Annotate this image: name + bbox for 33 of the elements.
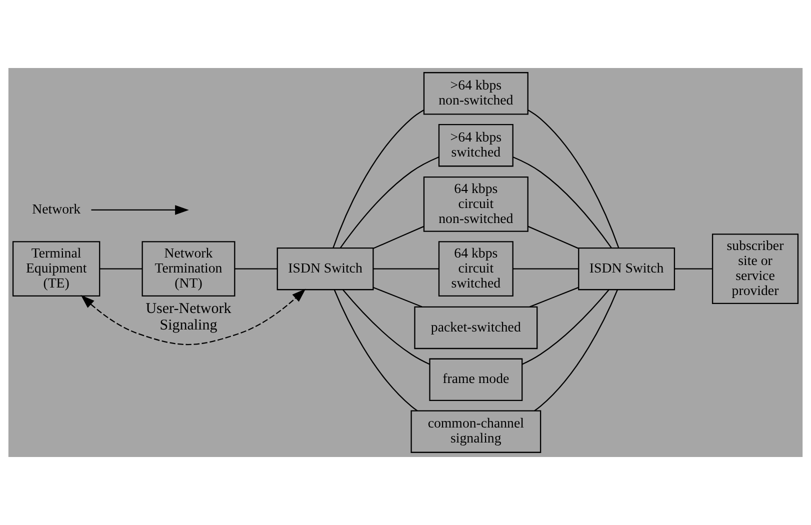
node-box: frame mode xyxy=(429,358,523,402)
node-box: 64 kbps circuit non-switched xyxy=(423,176,528,232)
node-box: subscriber site or service provider xyxy=(712,234,799,304)
node-box: ISDN Switch xyxy=(578,248,676,290)
node-box: >64 kbps switched xyxy=(438,124,514,167)
connector xyxy=(522,290,610,365)
connector xyxy=(528,226,578,249)
connector xyxy=(373,286,422,308)
node-box: Network Termination (NT) xyxy=(142,241,236,297)
connector xyxy=(373,268,439,270)
node-box: common-channel signaling xyxy=(410,410,542,453)
connector xyxy=(334,290,418,412)
connector xyxy=(528,110,620,248)
connector xyxy=(340,156,439,248)
arrow xyxy=(91,205,189,215)
connector xyxy=(674,268,712,270)
connector xyxy=(332,110,424,248)
arrow xyxy=(80,288,306,346)
node-box: ISDN Switch xyxy=(276,248,374,290)
connector xyxy=(234,268,278,270)
node-box: Terminal Equipment (TE) xyxy=(12,241,100,297)
connector xyxy=(373,226,424,249)
connector xyxy=(342,290,430,365)
node-text: Network xyxy=(32,202,81,217)
node-box: >64 kbps non-switched xyxy=(423,72,528,115)
connector xyxy=(512,156,612,248)
connector xyxy=(534,290,618,412)
node-box: 64 kbps circuit switched xyxy=(438,241,514,297)
node-box: packet-switched xyxy=(414,306,538,350)
edge-label: User-Network Signaling xyxy=(146,301,232,334)
connector xyxy=(530,287,578,308)
connector xyxy=(512,268,579,270)
connector xyxy=(100,268,142,270)
